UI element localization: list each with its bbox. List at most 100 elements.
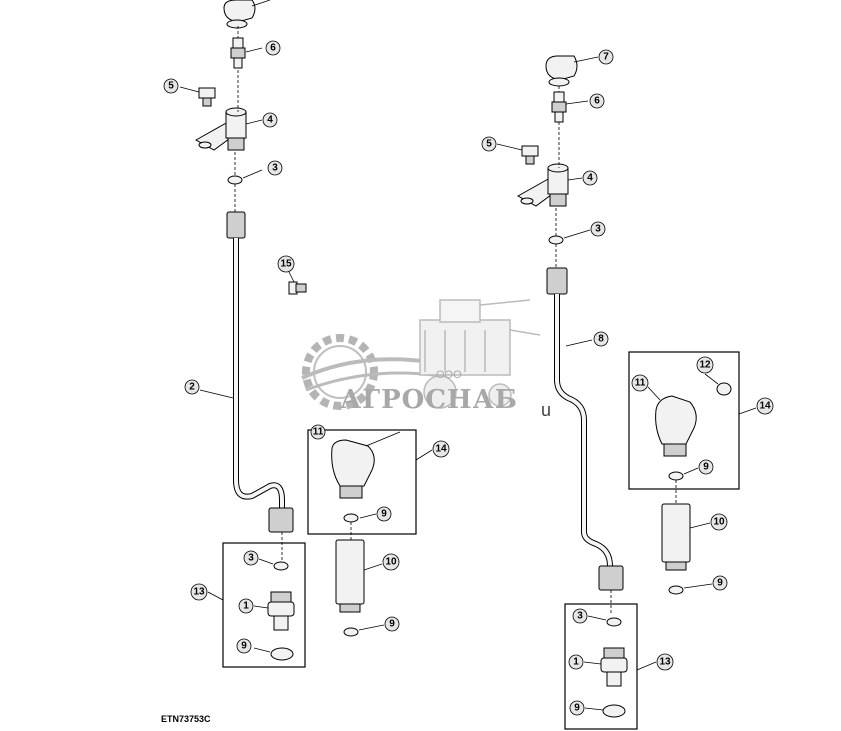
- part-oring-left-box: [270, 647, 294, 661]
- callout-3-right-box: 3: [572, 608, 588, 624]
- callout-13-left: 13: [190, 583, 208, 601]
- callout-2: 2: [184, 379, 200, 395]
- part-oring-right-box: [716, 382, 732, 396]
- part-washer-middle-box: [343, 513, 359, 523]
- svg-text:3: 3: [577, 611, 583, 622]
- svg-text:1: 1: [573, 657, 579, 668]
- svg-text:1: 1: [243, 601, 249, 612]
- part-sensor-right: [600, 647, 628, 687]
- svg-text:10: 10: [713, 517, 725, 528]
- watermark-logo: ООО АГРОСНАБ u: [301, 299, 551, 420]
- svg-text:11: 11: [313, 427, 324, 438]
- watermark-suffix: u: [541, 400, 551, 420]
- svg-text:5: 5: [486, 139, 492, 150]
- svg-text:6: 6: [594, 96, 600, 107]
- svg-text:11: 11: [635, 378, 646, 389]
- svg-text:13: 13: [659, 657, 671, 668]
- svg-text:13: 13: [193, 587, 205, 598]
- svg-text:9: 9: [717, 578, 723, 589]
- part-washer-right-top: [548, 235, 564, 245]
- part-washer-left-top: [227, 175, 243, 185]
- svg-text:2: 2: [189, 382, 195, 393]
- part-elbow-middle: [331, 439, 375, 499]
- svg-text:10: 10: [385, 557, 397, 568]
- callout-5-right: 5: [481, 136, 497, 152]
- callout-11-middle: 11: [310, 424, 326, 440]
- callout-9-right-bottom: 9: [712, 575, 728, 591]
- callout-11-right: 11: [631, 374, 649, 392]
- svg-text:8: 8: [598, 334, 604, 345]
- callout-4-right: 4: [582, 170, 598, 186]
- part-bolt-left: [198, 87, 216, 107]
- figure-id: ETN73753C: [161, 714, 211, 724]
- part-fuel-line-right: [546, 267, 624, 591]
- callout-13-right: 13: [656, 653, 674, 671]
- part-bolt-right: [521, 145, 539, 165]
- left-assembly: [179, 0, 433, 668]
- svg-text:15: 15: [280, 259, 292, 270]
- part-fuel-line-left: [226, 211, 294, 533]
- callout-10-middle: 10: [382, 553, 400, 571]
- part-sensor-left: [267, 591, 295, 631]
- kit-box-13-left: [222, 542, 306, 668]
- callout-3-left-top: 3: [267, 160, 283, 176]
- part-filter-middle: [335, 539, 365, 613]
- part-bolt-15: [288, 281, 307, 295]
- part-washer-right-box-13: [606, 617, 622, 627]
- part-washer-right-bottom: [668, 585, 684, 595]
- callout-6-right: 6: [589, 93, 605, 109]
- kit-box-14-middle: [307, 429, 417, 535]
- watermark-company-name: АГРОСНАБ: [340, 385, 518, 415]
- callouts: 6 5 4 3 15 2 3 13 1 9 14 9 10 9 7 6 5 4 …: [163, 40, 774, 716]
- callout-7-right: 7: [598, 49, 614, 65]
- callout-15: 15: [277, 255, 295, 273]
- callout-9-left-box: 9: [236, 638, 252, 654]
- part-washer-middle-bottom: [343, 627, 359, 637]
- callout-6-left: 6: [265, 40, 281, 56]
- svg-text:3: 3: [248, 553, 254, 564]
- callout-9-middle-bottom: 9: [384, 616, 400, 632]
- watermark-company-prefix: ООО: [436, 369, 462, 381]
- svg-text:9: 9: [381, 509, 387, 520]
- svg-text:9: 9: [241, 641, 247, 652]
- callout-14-right: 14: [756, 397, 774, 415]
- svg-text:3: 3: [595, 224, 601, 235]
- kit-box-13-right: [564, 603, 638, 730]
- svg-text:14: 14: [435, 444, 447, 455]
- part-banjo-fitting-right: [516, 122, 569, 207]
- svg-text:9: 9: [389, 619, 395, 630]
- part-oring-right-box-13: [602, 704, 626, 718]
- part-filter-right: [661, 503, 691, 571]
- part-elbow-right: [655, 395, 697, 457]
- part-washer-left-box: [273, 561, 289, 571]
- part-cap-left: [223, 0, 256, 29]
- callout-4-left: 4: [262, 112, 278, 128]
- callout-9-right-box-13: 9: [569, 700, 585, 716]
- part-cap-right: [545, 55, 578, 87]
- callout-9-middle-box: 9: [376, 506, 392, 522]
- harvester-icon: [419, 299, 541, 409]
- callout-8: 8: [593, 331, 609, 347]
- callout-5-left: 5: [163, 78, 179, 94]
- part-bleed-valve-right: [551, 86, 567, 123]
- svg-text:4: 4: [587, 173, 593, 184]
- callout-14-middle: 14: [432, 440, 450, 458]
- svg-text:12: 12: [699, 360, 711, 371]
- callout-9-right-box: 9: [698, 459, 714, 475]
- svg-text:14: 14: [759, 401, 771, 412]
- kit-box-14-right: [628, 351, 740, 490]
- callout-1-left: 1: [238, 598, 254, 614]
- svg-text:4: 4: [267, 115, 273, 126]
- svg-text:9: 9: [703, 462, 709, 473]
- right-assembly: [496, 55, 757, 730]
- callout-10-right: 10: [710, 513, 728, 531]
- part-bleed-valve-left: [230, 26, 246, 69]
- svg-text:5: 5: [168, 81, 174, 92]
- callout-3-right-top: 3: [590, 221, 606, 237]
- part-washer-right-box: [668, 471, 684, 481]
- svg-text:3: 3: [272, 163, 278, 174]
- callout-1-right: 1: [568, 654, 584, 670]
- callout-12: 12: [696, 356, 714, 374]
- svg-text:9: 9: [574, 703, 580, 714]
